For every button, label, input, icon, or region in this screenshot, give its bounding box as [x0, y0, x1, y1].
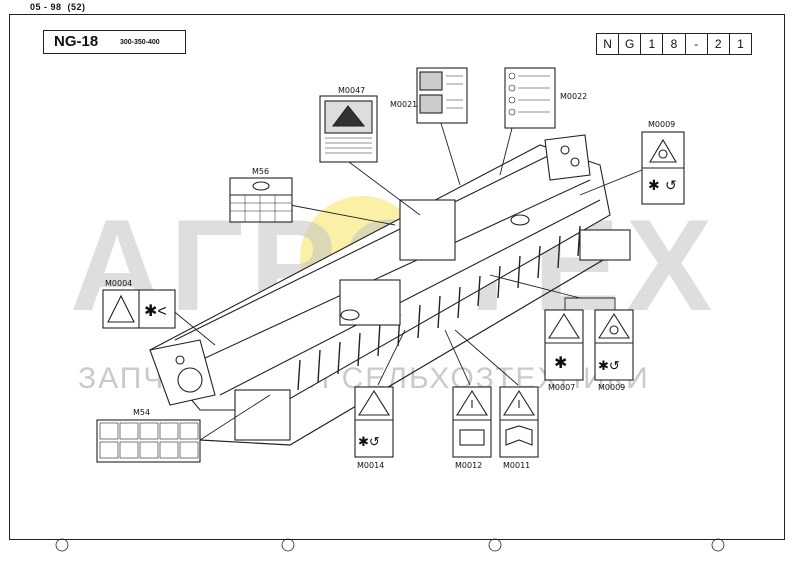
- code-cell: N: [597, 34, 620, 54]
- code-cell: 1: [737, 37, 744, 51]
- code-cell: 1: [641, 34, 664, 54]
- label-m0009-top: M0009: [648, 120, 676, 129]
- label-m0021: M0021: [390, 100, 418, 109]
- drawing-code: N G 1 8 - 2 1: [596, 33, 752, 55]
- code-cell: G: [619, 34, 642, 54]
- header-code: 05 - 98: [30, 2, 62, 12]
- code-cell: -: [686, 34, 708, 54]
- model-title: NG-18: [54, 33, 99, 50]
- svg-text:✱<: ✱<: [144, 303, 167, 320]
- harrow-body: [149, 134, 631, 446]
- header-page: (52): [67, 2, 86, 12]
- label-m0011: M0011: [503, 461, 531, 470]
- label-m0009-right: M0009: [598, 383, 626, 392]
- label-m0007: M0007: [548, 383, 576, 392]
- svg-text:↺: ↺: [665, 177, 677, 193]
- svg-text:✱↺: ✱↺: [598, 358, 620, 373]
- svg-text:✱↺: ✱↺: [358, 434, 380, 449]
- svg-text:✱: ✱: [648, 177, 660, 193]
- label-m56: M56: [252, 167, 270, 176]
- model-variants: 300-350-400: [120, 39, 160, 46]
- label-m0004: M0004: [105, 279, 133, 288]
- label-m0014: M0014: [357, 461, 385, 470]
- drawing-frame: [9, 14, 785, 540]
- svg-text:✱: ✱: [554, 355, 567, 372]
- label-m0047: M0047: [338, 86, 366, 95]
- label-m0022: M0022: [560, 92, 588, 101]
- code-cell: 8: [663, 34, 686, 54]
- label-m0012: M0012: [455, 461, 483, 470]
- code-cell: 2: [708, 34, 730, 54]
- title-box: NG-18 300-350-400: [43, 30, 186, 54]
- sheet-header: 05 - 98 (52): [30, 2, 86, 12]
- label-m54: M54: [133, 408, 151, 417]
